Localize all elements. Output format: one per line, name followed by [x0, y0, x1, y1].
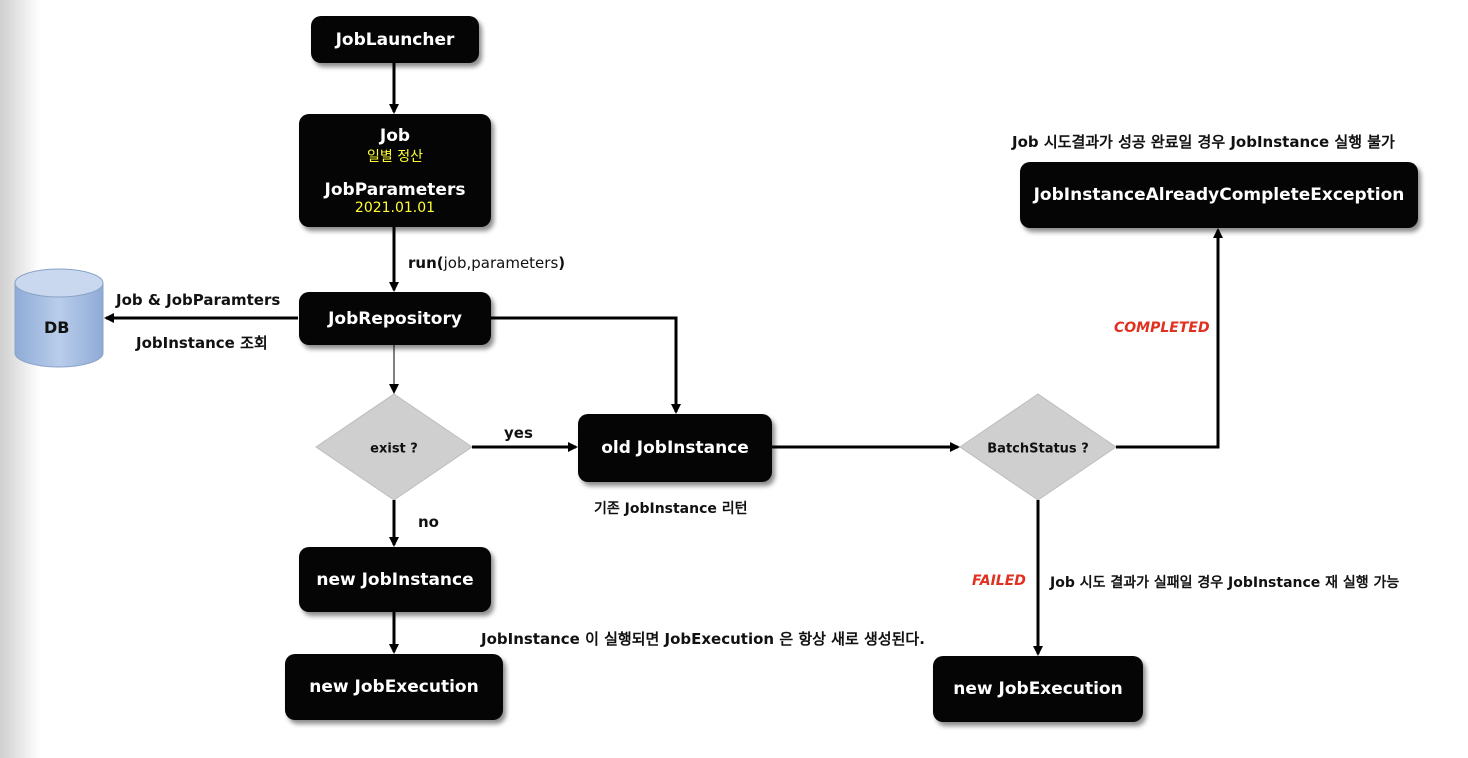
- failed-status-label: FAILED: [972, 573, 1026, 589]
- return-existing-label: 기존 JobInstance 리턴: [594, 501, 748, 517]
- always-new-execution-label: JobInstance 이 실행되면 JobExecution 은 항상 새로 …: [481, 630, 925, 648]
- run-keyword: run(: [408, 254, 444, 272]
- job-repository-box: JobRepository: [299, 292, 491, 345]
- run-label: run(job,parameters): [408, 254, 565, 272]
- job-parameters-value: 2021.01.01: [354, 199, 436, 216]
- new-job-execution-left-label: new JobExecution: [309, 677, 479, 697]
- failed-note-label: Job 시도 결과가 실패일 경우 JobInstance 재 실행 가능: [1050, 575, 1400, 591]
- run-close: ): [558, 254, 566, 272]
- already-complete-exception-label: JobInstanceAlreadyCompleteException: [1033, 185, 1405, 205]
- new-job-execution-right-box: new JobExecution: [933, 656, 1143, 722]
- left-edge-shadow: [0, 0, 40, 758]
- job-launcher-label: JobLauncher: [335, 29, 455, 50]
- old-job-instance-label: old JobInstance: [601, 438, 749, 458]
- db-cylinder: [14, 268, 104, 368]
- new-job-execution-right-label: new JobExecution: [953, 679, 1123, 699]
- old-job-instance-box: old JobInstance: [578, 414, 772, 482]
- job-name: 일별 정산: [367, 148, 423, 165]
- completed-status-label: COMPLETED: [1114, 320, 1210, 336]
- new-job-instance-box: new JobInstance: [299, 547, 491, 612]
- job-parameters-label: JobParameters: [324, 179, 466, 200]
- job-label: Job: [379, 125, 411, 146]
- job-repository-label: JobRepository: [328, 308, 462, 329]
- db-label: DB: [44, 318, 70, 337]
- arrow-repository-to-old-instance: [490, 316, 681, 414]
- arrow-completed: [1116, 228, 1223, 449]
- db-query-top-label: Job & JobParamters: [116, 291, 281, 309]
- no-label: no: [418, 513, 439, 531]
- yes-label: yes: [504, 424, 533, 442]
- new-job-execution-left-box: new JobExecution: [285, 654, 503, 720]
- job-box: Job 일별 정산 JobParameters 2021.01.01: [299, 114, 491, 227]
- new-job-instance-label: new JobInstance: [316, 569, 474, 590]
- db-query-bottom-label: JobInstance 조회: [136, 334, 268, 352]
- batch-status-label: BatchStatus ?: [987, 441, 1089, 457]
- job-launcher-box: JobLauncher: [311, 16, 479, 63]
- completed-note-label: Job 시도결과가 성공 완료일 경우 JobInstance 실행 불가: [1012, 133, 1395, 151]
- exist-label: exist ?: [370, 441, 418, 457]
- already-complete-exception-box: JobInstanceAlreadyCompleteException: [1020, 162, 1418, 228]
- run-args: job,parameters: [443, 254, 559, 272]
